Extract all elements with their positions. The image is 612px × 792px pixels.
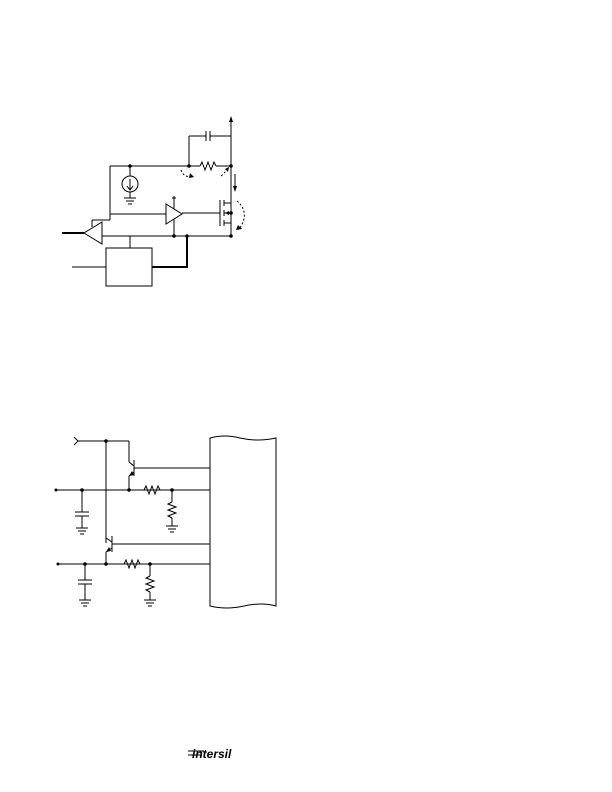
resistor-2	[123, 558, 141, 570]
vds-arrow-icon	[236, 200, 245, 229]
pnp-transistor-bottom	[105, 536, 210, 564]
comparator	[62, 219, 131, 248]
intersil-logo: intersil	[188, 747, 232, 761]
control-block	[105, 247, 153, 287]
pulldown-resistor-2	[144, 564, 156, 607]
feedback-capacitor	[188, 131, 231, 166]
lower-schematic	[54, 435, 277, 609]
ic-package	[209, 435, 277, 609]
pulldown-resistor-1	[166, 490, 178, 533]
control-output-wire	[152, 236, 188, 268]
current-source	[121, 166, 139, 205]
resistor-1	[143, 484, 161, 496]
input-arrow-icon	[73, 436, 79, 446]
footer-logo-text: intersil	[192, 747, 232, 761]
sense-resistor	[189, 160, 231, 172]
mosfet	[182, 200, 232, 226]
npn-transistor-top	[128, 460, 210, 490]
capacitor-1	[75, 490, 89, 535]
driver-amplifier	[110, 196, 183, 236]
supply-arrow-icon	[229, 116, 233, 122]
voltage-arrow-icon	[180, 169, 192, 177]
capacitor-2	[78, 564, 92, 607]
upper-schematic	[62, 116, 245, 287]
